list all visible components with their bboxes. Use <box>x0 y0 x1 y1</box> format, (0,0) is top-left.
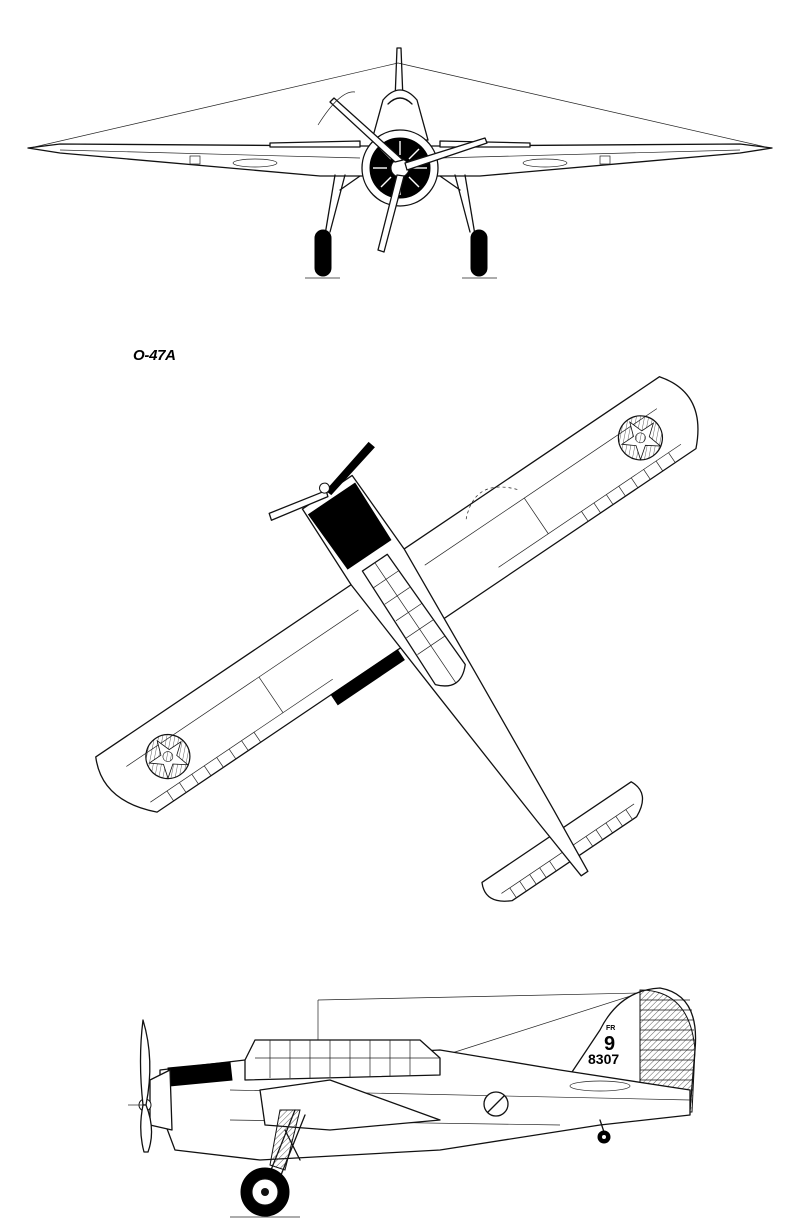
side-propeller <box>139 1019 151 1106</box>
top-view-drawing <box>0 300 801 940</box>
tail-prefix: FR <box>606 1025 615 1032</box>
propeller <box>329 97 404 163</box>
front-view-drawing <box>0 0 801 300</box>
side-view-drawing: FR 9 8307 <box>0 960 801 1227</box>
tail-serial: 8307 <box>588 1051 619 1067</box>
tail-number-large: 9 <box>604 1033 615 1055</box>
aircraft-designation-caption: O-47A <box>133 347 176 364</box>
wing-roundel-left <box>145 733 191 780</box>
wing-roundel-right <box>617 415 664 461</box>
top-propeller <box>268 489 329 521</box>
